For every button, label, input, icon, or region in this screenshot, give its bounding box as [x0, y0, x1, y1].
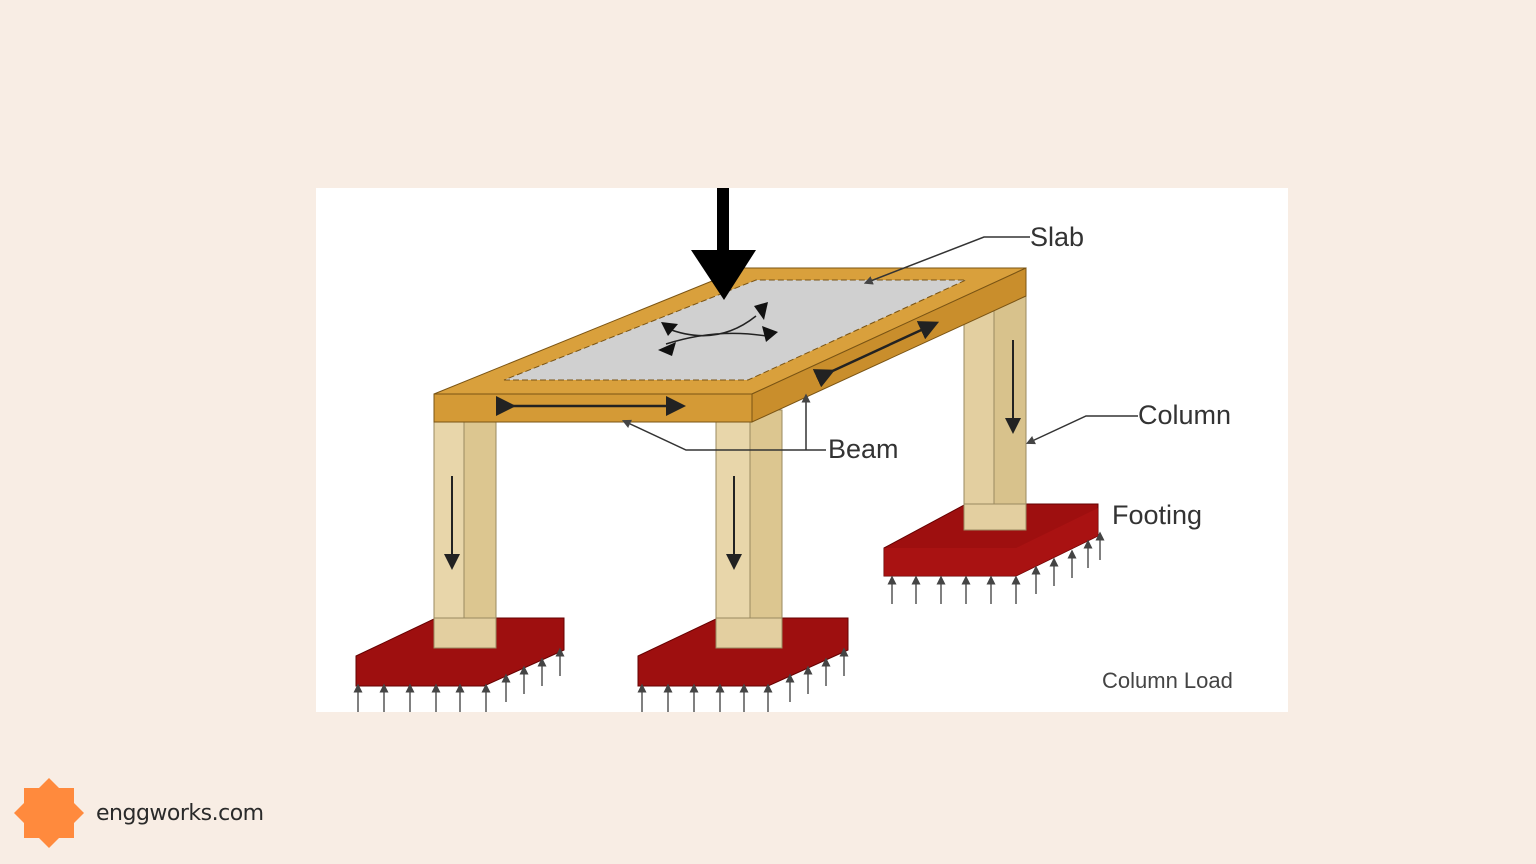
footing-back-right: [883, 503, 1105, 604]
column-label: Column: [1138, 400, 1232, 430]
brand: enggworks.com: [14, 778, 264, 848]
footing-label: Footing: [1112, 500, 1203, 530]
slab-and-beams: [433, 267, 1027, 423]
load-arrow: [691, 188, 756, 300]
frame-structure-illustration: [353, 188, 1138, 712]
slab-label: Slab: [1030, 222, 1085, 252]
column-back-right: [963, 282, 1027, 531]
figure-caption: Column Load: [1102, 668, 1233, 693]
leader-lines: [621, 236, 1138, 451]
column-front-left: [433, 419, 497, 649]
beam-label: Beam: [828, 434, 899, 464]
structural-load-diagram: Slab Column Beam Footing Column Load: [316, 188, 1288, 712]
column-front-middle: [715, 409, 783, 649]
eight-point-star-icon: [14, 778, 84, 848]
brand-text: enggworks.com: [96, 800, 264, 826]
